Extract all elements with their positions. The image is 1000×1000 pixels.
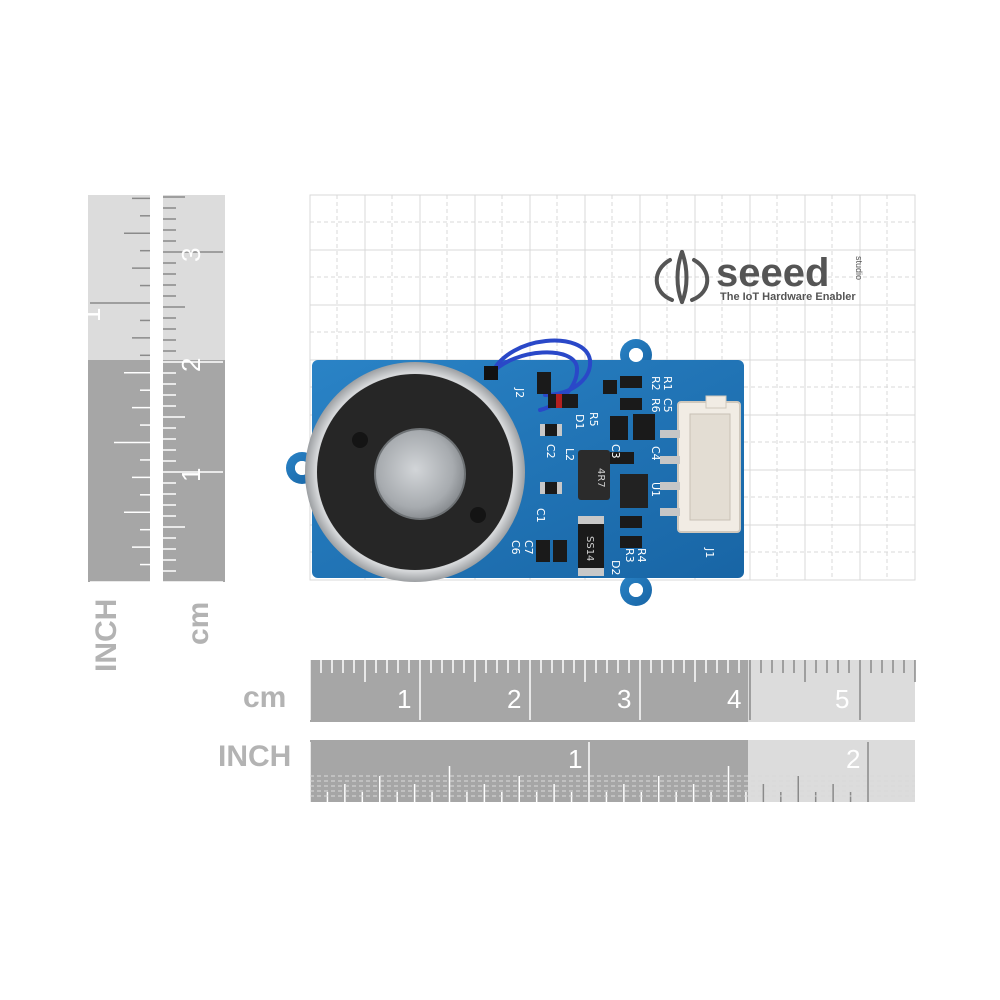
silk-r2: R2 bbox=[649, 376, 662, 391]
horizontal-cm-label-5: 5 bbox=[835, 684, 849, 714]
silk-c5: C5 bbox=[661, 398, 674, 413]
components: 4R7 SS14 bbox=[536, 372, 655, 576]
horizontal-cm-label-3: 3 bbox=[617, 684, 631, 714]
seeed-studio-mark: studio bbox=[854, 256, 864, 280]
silk-c6: C6 bbox=[509, 540, 522, 555]
silk-u1: U1 bbox=[649, 482, 662, 497]
vertical-inch-label-1: 1 bbox=[76, 308, 106, 322]
horizontal-cm-label-4: 4 bbox=[727, 684, 741, 714]
vertical-inch-unit: INCH bbox=[90, 599, 123, 672]
silk-c4: C4 bbox=[649, 446, 662, 461]
horizontal-inch-unit: INCH bbox=[218, 740, 291, 773]
silk-d2: D2 bbox=[609, 560, 622, 575]
vertical-cm-label-2: 2 bbox=[176, 358, 206, 372]
seeed-logo: seeed studio The IoT Hardware Enabler bbox=[654, 250, 864, 304]
silk-r5: R5 bbox=[587, 412, 600, 427]
vertical-cm-label-1: 1 bbox=[176, 468, 206, 482]
mount-hole-top bbox=[629, 348, 643, 362]
seeed-wordmark: seeed bbox=[716, 251, 829, 295]
mount-hole-bottom bbox=[629, 583, 643, 597]
seeed-tagline: The IoT Hardware Enabler bbox=[720, 291, 856, 303]
electromagnet bbox=[305, 362, 525, 582]
silk-c2: C2 bbox=[544, 444, 557, 459]
silk-r4: R4 bbox=[635, 548, 648, 563]
seeed-logo-icon bbox=[654, 250, 710, 304]
diode-marking: SS14 bbox=[584, 536, 595, 561]
silk-l2: L2 bbox=[563, 448, 576, 461]
horizontal-inch-label-2: 2 bbox=[846, 744, 860, 774]
vertical-cm-label-3: 3 bbox=[176, 248, 206, 262]
silk-j1: J1 bbox=[703, 547, 716, 558]
silk-r3: R3 bbox=[623, 548, 636, 563]
grove-electromagnet-board: 4R7 SS14 J2 D1 R5 C2 L2 C1 C6 C7 R2 bbox=[286, 338, 744, 606]
silk-c3: C3 bbox=[609, 444, 622, 459]
silk-r1: R1 bbox=[661, 376, 674, 391]
horizontal-cm-label-2: 2 bbox=[507, 684, 521, 714]
silk-c7: C7 bbox=[522, 540, 535, 555]
vertical-cm-unit: cm bbox=[182, 602, 215, 645]
silkscreen-labels: J2 D1 R5 C2 L2 C1 C6 C7 R2 R1 R6 C5 C3 C… bbox=[509, 376, 716, 575]
grove-connector bbox=[660, 395, 741, 533]
horizontal-inch-label-1: 1 bbox=[568, 744, 582, 774]
silk-c1: C1 bbox=[534, 508, 547, 523]
vertical-inch-ruler: 1 bbox=[76, 195, 150, 583]
vertical-cm-ruler: 3 2 1 bbox=[163, 195, 225, 583]
silk-r6: R6 bbox=[649, 398, 662, 413]
inductor-marking: 4R7 bbox=[595, 468, 606, 488]
silk-d1: D1 bbox=[573, 414, 586, 429]
horizontal-cm-unit: cm bbox=[243, 681, 286, 714]
silk-j2: J2 bbox=[513, 387, 526, 398]
horizontal-inch-ruler: 1 2 bbox=[309, 740, 915, 802]
horizontal-cm-ruler: 1 2 3 4 5 bbox=[309, 660, 916, 722]
horizontal-cm-label-1: 1 bbox=[397, 684, 411, 714]
